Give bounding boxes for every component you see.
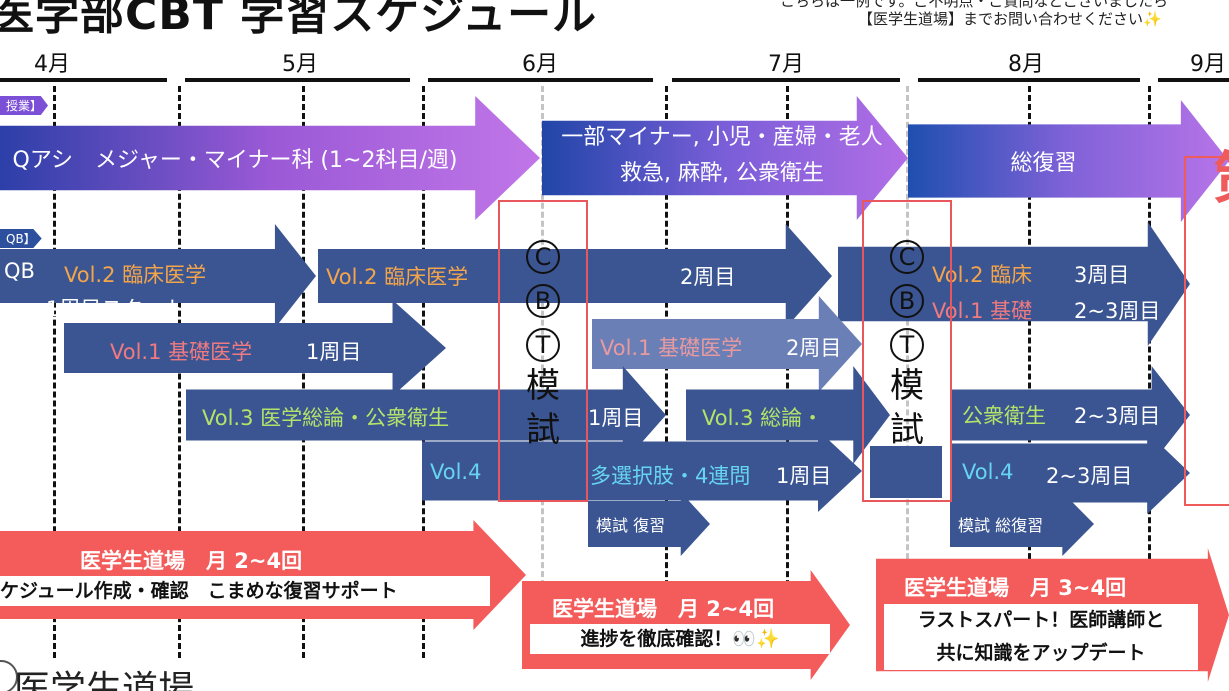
cbt-shi-2: 試 (890, 410, 924, 450)
round1-label-1: 1周目 (306, 340, 362, 364)
dojo-3-sub-line-1: ラストスパート！医師講師と (917, 609, 1165, 631)
grid-line (53, 86, 56, 658)
round1-label-3: 1周目 (776, 464, 832, 488)
lecture-arrow-3-label: 総復習 (1010, 151, 1077, 176)
note-line-2: 【医学生道場】までお問い合わせください✨ (858, 10, 1162, 28)
vol4-label-1: Vol.4 (430, 460, 482, 484)
cbt-c-2: C (890, 240, 924, 274)
month-aug: 8月 (1008, 52, 1044, 77)
vol2-label-2: Vol.2 臨床医学 (326, 265, 469, 289)
logo-text: 医学生道場 (14, 669, 195, 691)
round3-label: 3周目 (1074, 263, 1130, 287)
vol3-label-2: Vol.3 総論・ (702, 406, 824, 430)
tag-lecture: 授業】 (0, 96, 49, 115)
lecture-arrow-1-label: Qアシ メジャー・マイナー科 (1~2科目/週) (12, 148, 458, 173)
timeline-seg-2 (185, 78, 410, 82)
cbt-t-2: T (890, 328, 924, 362)
cbt-c-1: C (526, 240, 560, 274)
lecture-arrow-3: 総復習 (908, 100, 1229, 222)
cbt-mock-box-1 (498, 200, 588, 502)
cbt-b-2: B (890, 284, 924, 318)
review-arrow-2: 模試 総復習 (950, 492, 1094, 556)
vol2-label-1: Vol.2 臨床医学 (64, 263, 207, 287)
grid-line (1148, 86, 1151, 658)
grid-line (422, 86, 425, 658)
qb-label: QB (4, 259, 35, 283)
vertical-banner-box (1184, 156, 1229, 506)
grid-line (1028, 86, 1031, 658)
page-title: 医学部CBT 学習スケジュール (0, 0, 598, 40)
vol1-label-1: Vol.1 基礎医学 (110, 340, 253, 364)
month-jul: 7月 (768, 52, 804, 77)
timeline-seg-1 (0, 78, 167, 82)
cbt-mock-label-2: C B T 模 試 (862, 232, 952, 452)
review-label-1: 模試 復習 (596, 516, 666, 535)
round23-label-3: 2~3周目 (1046, 464, 1133, 488)
cbt-b-1: B (526, 284, 560, 318)
dojo-2-sub: 進捗を徹底確認！👀✨ (530, 624, 830, 654)
cbt-mo-1: 模 (526, 366, 560, 406)
cbt-mo-2: 模 (890, 366, 924, 406)
logo-seal-icon (0, 660, 18, 691)
cbt-shi-1: 試 (526, 410, 560, 450)
vol1-label-3: Vol.1 基礎 (932, 299, 1033, 323)
grid-line (665, 86, 668, 658)
start-label: 1周目スタート (46, 297, 186, 321)
lecture-arrow-1: Qアシ メジャー・マイナー科 (1~2科目/週) (0, 96, 540, 220)
tag-qb: QB】 (0, 229, 42, 248)
dojo-3-sub: ラストスパート！医師講師と 共に知識をアップデート (884, 604, 1198, 670)
qb-arrow-vol4-2 (952, 432, 1190, 514)
cbt-mock-box-2 (862, 200, 952, 502)
round1-label-2: 1周目 (588, 406, 644, 430)
month-sep: 9月 (1190, 52, 1226, 77)
month-may: 5月 (282, 52, 318, 77)
vol2-label-3: Vol.2 臨床 (932, 263, 1033, 287)
month-jun: 6月 (522, 52, 558, 77)
dojo-3-sub-line-2: 共に知識をアップデート (936, 642, 1146, 664)
grid-line (786, 86, 789, 658)
month-apr: 4月 (34, 52, 70, 77)
cbt-mock-label-1: C B T 模 試 (498, 232, 588, 452)
round2-label-b: 2周目 (786, 336, 842, 360)
cbt-t-1: T (526, 328, 560, 362)
note-line-1: こちらは一例です。ご不明点・ご質問などございましたら (780, 0, 1169, 10)
dojo-arrow-1 (0, 520, 526, 630)
review-arrow-1: 模試 復習 (588, 492, 710, 556)
round2-label: 2周目 (680, 265, 736, 289)
lecture-arrow-2-text: 一部マイナー, 小児・産婦・老人 救急, 麻酔, 公衆衛生 (542, 120, 902, 192)
mc-label: 多選択肢・4連問 (590, 464, 751, 488)
dojo-2-title: 医学生道場 月 2~4回 (552, 597, 775, 621)
vertical-banner-text: 共用試験対策 (1204, 148, 1229, 212)
round23-label-1: 2~3周目 (1074, 299, 1161, 323)
dojo-3-title: 医学生道場 月 3~4回 (904, 576, 1127, 600)
review-label-2: 模試 総復習 (958, 516, 1044, 535)
lecture-arrow-2-line-1: 一部マイナー, 小児・産婦・老人 (561, 125, 883, 150)
timeline-seg-4 (672, 78, 900, 82)
timeline-seg-6 (1158, 78, 1229, 82)
grid-line-cbt-2 (906, 86, 909, 658)
grid-line-cbt-1 (541, 86, 544, 658)
lecture-arrow-2-line-2: 救急, 麻酔, 公衆衛生 (620, 161, 824, 186)
timeline-seg-3 (428, 78, 653, 82)
timeline-seg-5 (918, 78, 1140, 82)
dojo-1-title: 医学生道場 月 2~4回 (80, 549, 303, 573)
dojo-1-sub: ケジュール作成・確認 こまめな復習サポート (0, 576, 490, 606)
vol1-label-2: Vol.1 基礎医学 (600, 336, 743, 360)
qb-arrow-vol4-2a (870, 446, 942, 498)
round23-label-2: 2~3周目 (1074, 404, 1161, 428)
qb-arrow-vol4-1 (422, 430, 862, 512)
vol3-label-3: 公衆衛生 (962, 404, 1046, 428)
vol4-label-2: Vol.4 (962, 460, 1014, 484)
vol3-label-1: Vol.3 医学総論・公衆衛生 (202, 406, 450, 430)
